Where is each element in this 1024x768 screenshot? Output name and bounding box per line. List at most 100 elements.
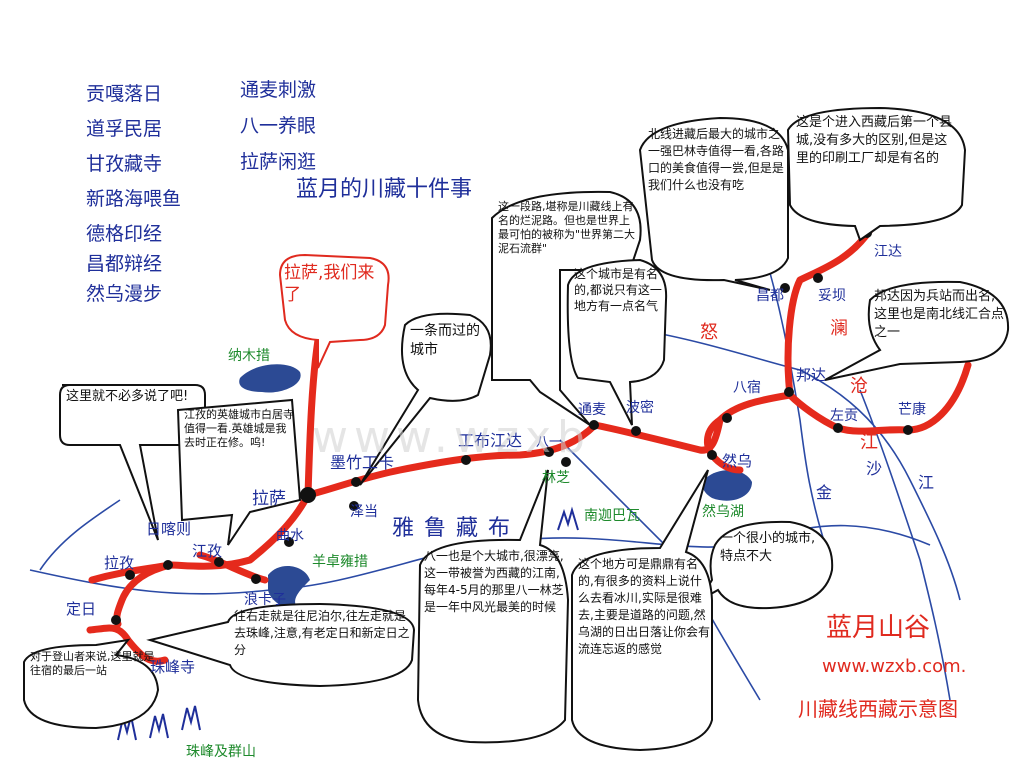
- callout-baxiu-text: 一个很小的城市,特点不大: [720, 531, 816, 564]
- route-line-yunnan: [786, 361, 972, 435]
- ten-things-list: 贡嘎落日 道孚民居 甘孜藏寺 新路海喂鱼 德格印经 昌都辩经 然乌漫步 通麦刺激…: [86, 79, 472, 305]
- callout-gyantse-bubble: [176, 398, 302, 546]
- city-dot: [349, 501, 359, 511]
- credit-site: www.wzxb.com.: [822, 656, 966, 677]
- credit-caption: 川藏线西藏示意图: [798, 697, 958, 721]
- watermark: www.wzxb: [312, 412, 591, 463]
- place-label: 八宿: [733, 379, 761, 396]
- callout-nyingchi-text: 八一也是个大城市,很漂亮,这一带被誉为西藏的江南,每年4-5月的那里八一林芝是一…: [424, 549, 564, 614]
- ten-things-item: 新路海喂鱼: [86, 188, 181, 210]
- credit-name: 蓝月山谷: [826, 613, 930, 643]
- callout-jiangda-bubble: [786, 106, 967, 242]
- callout-nyingchi-bubble: [416, 469, 570, 744]
- callout-everest-bubble: [23, 638, 160, 730]
- mountain-icon: [149, 713, 169, 739]
- callout-tongmai-text: 这一段路,堪称是川藏线上有名的烂泥路。但也是世界上最可怕的被称为"世界第二大泥石…: [498, 200, 636, 255]
- ten-things-item: 拉萨闲逛: [240, 151, 316, 173]
- callout-baxiu-bubble: [697, 520, 834, 610]
- lake-label: 纳木措: [228, 348, 270, 364]
- callout-ranwu-text: 这个地方可是鼎鼎有名的,有很多的资料上说什么去看冰川,实际是很难去,主要是道路的…: [578, 557, 710, 656]
- ten-things-item: 八一养眼: [240, 115, 316, 137]
- callout-gyantse-text: 江孜的英雄城市白居寺值得一看.英雄城是我去时正在修。呜!: [184, 408, 294, 449]
- ten-things-item: 然乌漫步: [86, 283, 162, 305]
- river-labels-blue: 金 沙 江: [816, 459, 934, 502]
- region-label: 南迦巴瓦: [584, 508, 640, 524]
- callout-dingri-bubble: [146, 602, 416, 688]
- callout-bomi-bubble: [566, 258, 668, 426]
- city-dot: [461, 455, 471, 465]
- mountain-icon: [117, 715, 137, 741]
- ten-things-item: 道孚民居: [86, 118, 162, 140]
- city-dot: [722, 413, 732, 423]
- ten-things-item: 昌都辩经: [86, 253, 162, 275]
- callouts: 拉萨,我们来了 这里就不必多说了吧! 江孜的英雄城市白居寺值得一看.英雄城是我去…: [23, 106, 1010, 752]
- place-label: 通麦: [578, 402, 606, 418]
- city-dot: [784, 387, 794, 397]
- place-label: 江孜: [192, 542, 222, 560]
- river-label: 澜: [830, 318, 848, 339]
- city-dot: [351, 477, 361, 487]
- river-line: [39, 499, 121, 571]
- place-label: 曲水: [276, 528, 304, 544]
- callout-bangda-bubble: [824, 280, 1010, 381]
- callout-mozhu-bubble: [359, 312, 492, 486]
- callout-tongmai-bubble: [491, 190, 642, 426]
- place-label: 定日: [66, 600, 96, 618]
- place-label: 浪卡子: [244, 592, 286, 608]
- callout-bangda-text: 邦达因为兵站而出名,这里也是南北线汇合点之一: [874, 289, 1005, 340]
- route-line-main: [304, 226, 874, 499]
- lakes: [239, 364, 752, 609]
- river-label: 金: [816, 483, 832, 502]
- yarlung-label: 雅鲁藏布: [392, 516, 520, 541]
- map-title: 蓝月的川藏十件事: [296, 177, 472, 202]
- river-labels: 怒 澜 沧 江: [700, 318, 878, 453]
- cities: [111, 228, 913, 625]
- callout-xigaze-text: 这里就不必多说了吧!: [66, 389, 189, 404]
- ten-things-item: 通麦刺激: [240, 79, 316, 101]
- city-dot: [561, 457, 571, 467]
- place-label: 八一: [536, 435, 562, 450]
- place-label: 拉孜: [104, 554, 134, 572]
- callout-xigaze-bubble: [59, 384, 206, 541]
- city-dot: [163, 560, 173, 570]
- place-label: 日喀则: [146, 520, 191, 538]
- ten-things-item: 贡嘎落日: [86, 83, 162, 105]
- city-dot: [780, 283, 790, 293]
- callout-changdu-bubble: [638, 116, 789, 291]
- river-line: [759, 239, 831, 561]
- place-label: 拉萨: [252, 489, 286, 509]
- river-line: [639, 329, 961, 601]
- mountain-label: 珠峰及群山: [186, 744, 256, 760]
- city-dot: [813, 273, 823, 283]
- city-dot: [707, 450, 717, 460]
- city-dot: [284, 537, 294, 547]
- place-label: 波密: [626, 399, 654, 416]
- callout-mozhu-text: 一条而过的城市: [410, 323, 480, 358]
- river-label: 江: [918, 473, 934, 492]
- callout-jiangda-text: 这是个进入西藏后第一个县城,没有多大的区别,但是这里的印刷工厂却是有名的: [796, 115, 953, 166]
- mountain-icon: [181, 705, 201, 731]
- place-label: 左贡: [830, 408, 858, 424]
- river-line: [859, 389, 951, 701]
- lake-label: 羊卓雍措: [312, 554, 368, 570]
- mountains: [117, 506, 579, 741]
- place-label: 妥坝: [818, 288, 846, 304]
- callout-lhasa-text: 拉萨,我们来了: [284, 263, 375, 305]
- ten-things-item: 德格印经: [86, 223, 162, 245]
- callout-changdu-text: 北线进藏后最大的城市之一强巴林寺值得一看,各路口的美食值得一尝,但是是我们什么也…: [648, 127, 784, 192]
- river-label: 江: [860, 432, 878, 453]
- place-label: 林芝: [542, 470, 570, 486]
- place-label: 泽当: [350, 504, 378, 520]
- yamdrok-lake: [268, 565, 310, 609]
- river-label: 沙: [866, 459, 882, 478]
- lake-label: 然乌湖: [702, 503, 744, 520]
- callout-dingri-text: 往右走就是往尼泊尔,往左走就是去珠峰,注意,有老定日和新定日之分: [234, 609, 410, 657]
- place-label: 邦达: [796, 366, 826, 384]
- city-dot: [903, 425, 913, 435]
- callout-ranwu-bubble: [571, 469, 713, 752]
- place-label: 然乌: [722, 452, 752, 470]
- place-label: 珠峰寺: [150, 658, 195, 676]
- place-label: 工布江达: [458, 431, 522, 450]
- river-label: 怒: [700, 322, 718, 343]
